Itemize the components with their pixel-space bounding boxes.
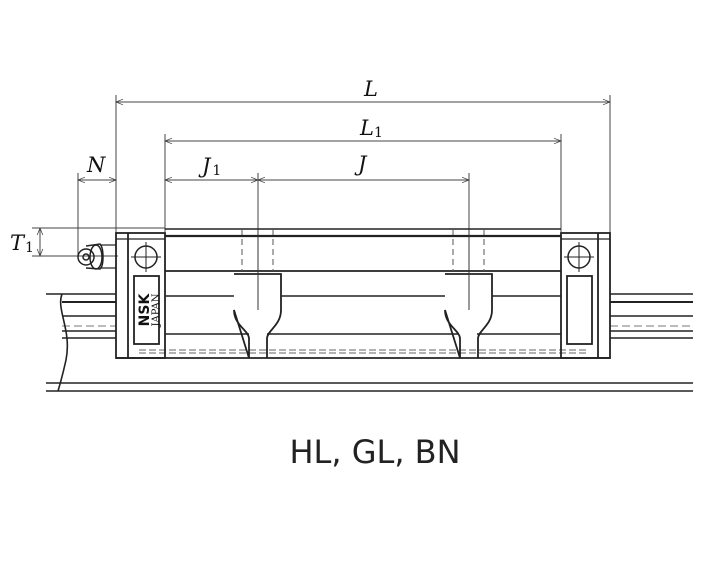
mounting-slot-left bbox=[233, 273, 282, 359]
svg-text:NSK: NSK bbox=[137, 293, 153, 327]
label-L1: L1 bbox=[359, 116, 383, 141]
label-T1: T1 bbox=[10, 231, 34, 256]
hidden-lines bbox=[241, 229, 485, 271]
rail bbox=[46, 293, 693, 392]
label-N: N bbox=[86, 153, 106, 177]
label-L: L bbox=[363, 77, 378, 101]
nsk-logo: NSK JAPAN bbox=[137, 293, 162, 328]
dimension-lines bbox=[32, 95, 612, 310]
mounting-slot-right bbox=[444, 273, 493, 359]
seal-plate-right bbox=[566, 275, 593, 345]
svg-text:JAPAN: JAPAN bbox=[151, 293, 162, 327]
label-J: J bbox=[354, 152, 368, 176]
end-cap-screw-right bbox=[564, 242, 594, 272]
seal-plate-left bbox=[133, 275, 160, 345]
model-caption: HL, GL, BN bbox=[289, 433, 460, 471]
slide-body bbox=[115, 228, 611, 359]
grease-nipple-icon bbox=[77, 243, 116, 270]
end-cap-screw-left bbox=[131, 242, 161, 272]
